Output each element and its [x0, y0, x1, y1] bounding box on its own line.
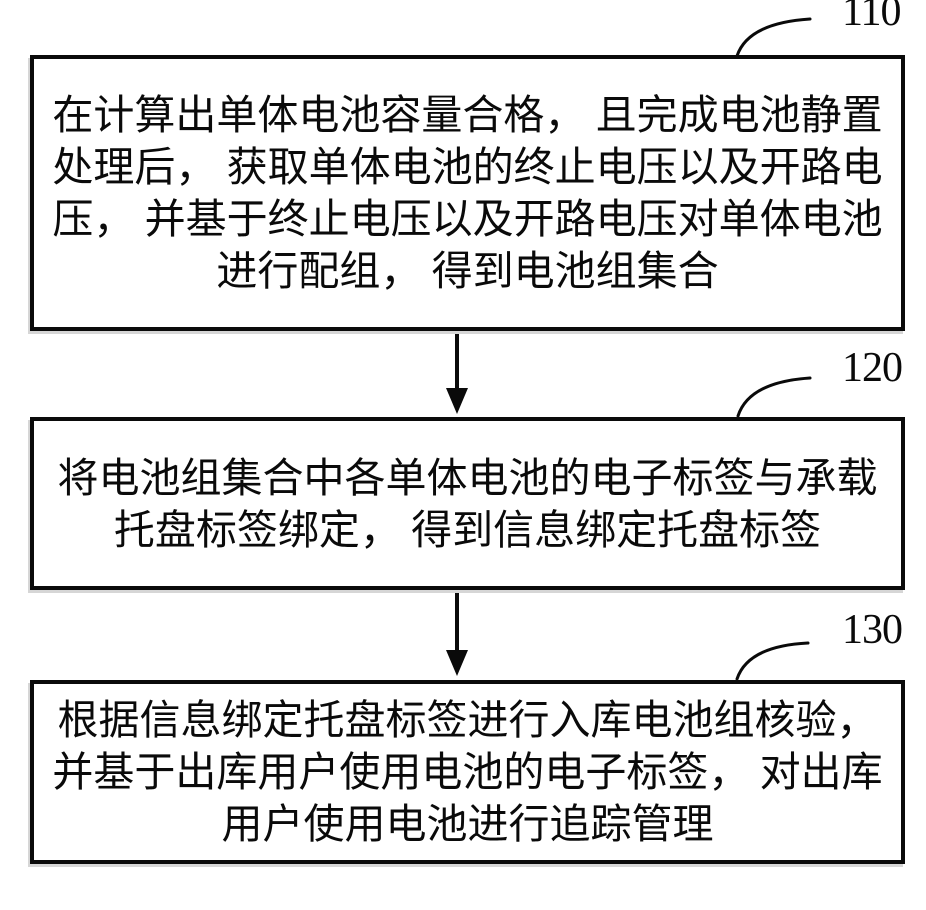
step-box-110: 在计算出单体电池容量合格， 且完成电池静置 处理后， 获取单体电池的终止电压以及…: [30, 55, 905, 331]
flow-arrow-1-head-icon: [446, 388, 468, 414]
step-box-120: 将电池组集合中各单体电池的电子标签与承载 托盘标签绑定， 得到信息绑定托盘标签: [30, 417, 905, 590]
step-130-line-1: 根据信息绑定托盘标签进行入库电池组核验，: [57, 697, 878, 743]
step-130-line-2: 并基于出库用户使用电池的电子标签， 对出库: [52, 749, 883, 795]
step-box-130: 根据信息绑定托盘标签进行入库电池组核验， 并基于出库用户使用电池的电子标签， 对…: [30, 680, 905, 864]
step-130-line-3: 用户使用电池进行追踪管理: [221, 801, 714, 847]
step-110-line-2: 处理后， 获取单体电池的终止电压以及开路电: [52, 144, 883, 190]
step-110-line-4: 进行配组， 得到电池组集合: [216, 248, 719, 294]
ref-label-110: 110: [842, 0, 901, 35]
step-120-line-1: 将电池组集合中各单体电池的电子标签与承载: [57, 454, 878, 501]
step-120-line-2: 托盘标签绑定， 得到信息绑定托盘标签: [113, 506, 822, 553]
ref-label-120: 120: [842, 345, 903, 391]
step-110-line-1: 在计算出单体电池容量合格， 且完成电池静置: [52, 92, 883, 138]
step-110-line-3: 压， 并基于终止电压以及开路电压对单体电池: [52, 196, 883, 242]
flow-arrow-2-head-icon: [446, 650, 468, 676]
leader-line-110: [735, 17, 812, 58]
leader-line-130: [735, 641, 810, 681]
leader-line-120: [736, 376, 812, 418]
ref-label-130: 130: [842, 607, 903, 653]
